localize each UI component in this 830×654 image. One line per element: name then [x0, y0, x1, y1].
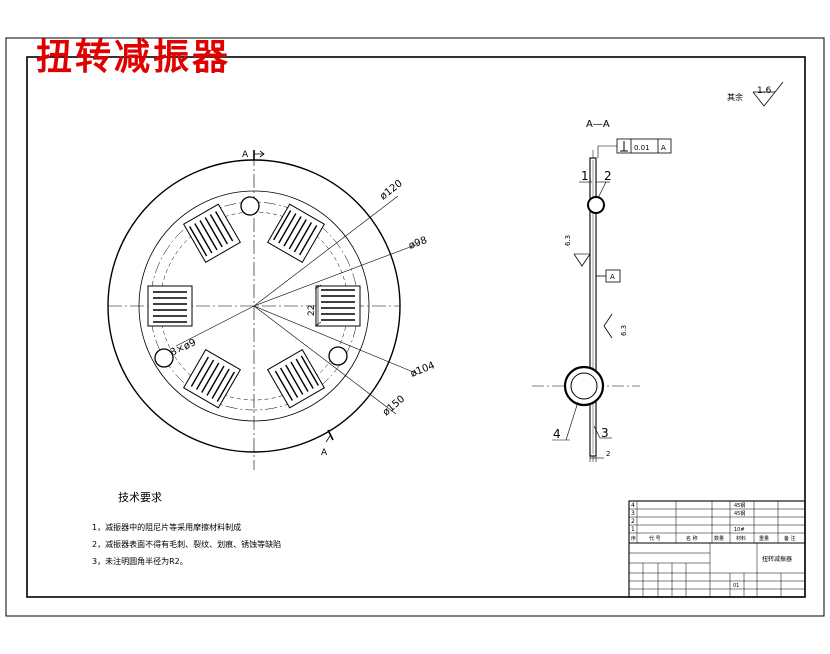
- dim-holes: 3×ø9: [169, 337, 198, 358]
- dim-d150: ø150: [381, 394, 407, 419]
- rivet-hole: [154, 348, 174, 368]
- roughness-value: 1.6: [757, 86, 772, 96]
- dim-d98: ø98: [407, 235, 428, 252]
- title-block-text: 4 3 2 1 45钢 45钢 10# 序 代 号 名 称 数量 材料 重量 备…: [631, 502, 796, 589]
- requirement-item: 1，减振器中的阻尼片等采用摩擦材料制成: [92, 522, 241, 532]
- drawing-scale: 01: [733, 583, 739, 589]
- tolerance-datum: A: [661, 144, 666, 152]
- tolerance-frame: 0.01 A: [597, 138, 672, 158]
- part-no: 3: [631, 510, 635, 517]
- section-view: A—A 0.01 A A 6.3: [532, 119, 672, 462]
- dim-d120: ø120: [378, 178, 405, 202]
- roughness-left-value: 6.3: [564, 235, 572, 246]
- requirements-title: 技术要求: [118, 491, 162, 504]
- part-no: 1: [631, 526, 635, 533]
- spring-window: [147, 285, 193, 327]
- part-no: 2: [631, 518, 635, 525]
- header-cell: 材料: [736, 535, 746, 542]
- roughness-right-value: 6.3: [620, 325, 628, 336]
- title-block: [628, 500, 806, 598]
- roughness-label: 其余: [727, 92, 743, 102]
- part-material: 10#: [734, 527, 745, 533]
- tolerance-value: 0.01: [634, 144, 650, 152]
- spring-window: [315, 285, 361, 327]
- spring-window: [266, 349, 326, 409]
- header-cell: 名 称: [686, 535, 698, 542]
- front-view: ø120 ø98 3×ø9 ø104 ø150 22 A A: [107, 150, 437, 470]
- datum-marker: A: [596, 269, 621, 283]
- balloon-1: 1: [581, 169, 589, 183]
- header-cell: 序: [631, 535, 636, 542]
- spring-window: [182, 349, 242, 409]
- balloon-3: 3: [601, 426, 609, 440]
- spring-window: [266, 203, 326, 263]
- roughness-right: 6.3: [603, 313, 628, 339]
- inner-border: [26, 56, 806, 598]
- part-material: 45钢: [734, 502, 745, 509]
- rivet-hole: [240, 196, 260, 216]
- technical-requirements: 技术要求 1，减振器中的阻尼片等采用摩擦材料制成 2，减振器表面不得有毛刺、裂纹…: [92, 491, 281, 566]
- outer-border: [5, 37, 825, 617]
- datum-letter: A: [610, 273, 615, 281]
- header-cell: 重量: [759, 535, 769, 542]
- balloon-4: 4: [553, 427, 561, 441]
- part-no: 4: [631, 502, 635, 509]
- drawing-name: 扭转减振器: [762, 555, 792, 563]
- drawing-title: 扭转减振器: [36, 36, 232, 78]
- roughness-symbol-general: 其余 1.6: [727, 81, 784, 107]
- header-cell: 数量: [714, 535, 724, 542]
- section-mark-bottom: A: [321, 448, 328, 458]
- requirement-item: 3，未注明圆角半径为R2。: [92, 556, 188, 566]
- section-mark-top: A: [242, 150, 249, 160]
- header-cell: 备 注: [784, 535, 796, 542]
- dim-w22: 22: [307, 305, 317, 316]
- requirement-item: 2，减振器表面不得有毛刺、裂纹、划痕、锈蚀等缺陷: [92, 539, 281, 549]
- header-cell: 代 号: [649, 535, 661, 542]
- balloon-2: 2: [604, 169, 612, 183]
- dim-d104: ø104: [409, 360, 437, 380]
- spring-window: [182, 203, 242, 263]
- section-title: A—A: [586, 119, 610, 130]
- roughness-left: 6.3: [564, 235, 591, 267]
- part-material: 45钢: [734, 510, 745, 517]
- dim-thickness: 2: [606, 450, 610, 458]
- rivet-hole: [328, 346, 348, 366]
